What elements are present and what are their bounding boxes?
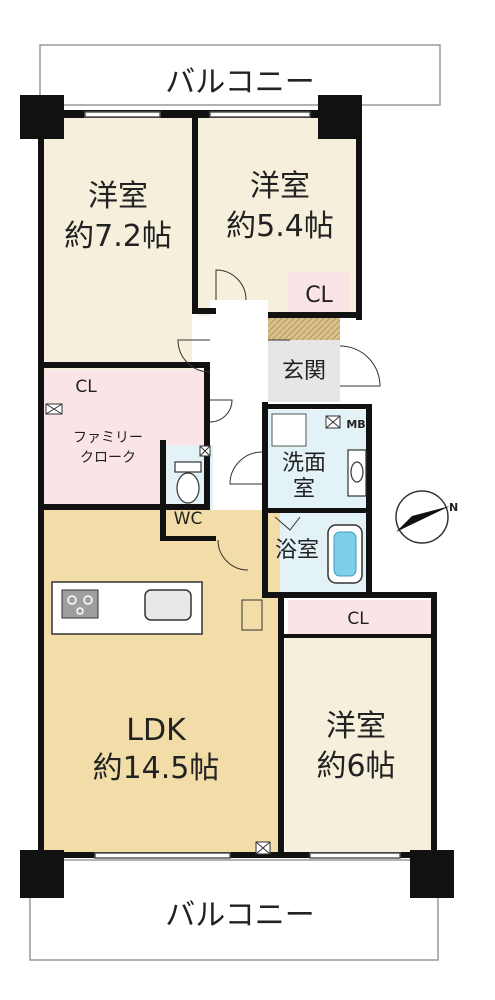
room-se-size: 約6帖 — [316, 749, 395, 784]
entrance-step — [268, 316, 340, 340]
ldk-size: 約14.5帖 — [93, 751, 220, 786]
room-se-floor — [285, 638, 433, 853]
family-closet-label-2: クローク — [80, 450, 136, 466]
washroom-label-1: 洗面 — [282, 451, 326, 476]
wash-basin-icon — [347, 449, 367, 497]
balcony-bottom-label: バルコニー — [165, 898, 314, 933]
wc-label: WC — [174, 509, 203, 529]
room-ne-name: 洋室 — [250, 169, 310, 204]
toilet-icon — [174, 461, 202, 504]
compass-label: N — [449, 501, 458, 514]
balcony-top-label: バルコニー — [165, 65, 314, 100]
bathtub-icon — [327, 524, 363, 584]
entrance-floor — [268, 340, 340, 402]
closet-nw-label: CL — [75, 377, 97, 397]
room-nw-size: 約7.2帖 — [64, 219, 172, 254]
bathroom-label: 浴室 — [275, 538, 319, 563]
room-nw-floor — [42, 118, 192, 370]
room-nw-name: 洋室 — [88, 179, 148, 214]
vent-boxes — [45, 403, 341, 855]
ldk-floor — [42, 510, 280, 855]
windows — [84, 111, 401, 859]
closet-ne-floor — [288, 272, 350, 312]
walls — [38, 110, 437, 862]
closet-se-floor — [288, 600, 433, 634]
door-swings — [177, 269, 381, 631]
room-se-name: 洋室 — [326, 709, 386, 744]
family-closet-label-1: ファミリー — [73, 430, 143, 446]
washing-machine-icon — [271, 413, 307, 447]
kitchen-sink-icon — [144, 589, 192, 621]
entrance-label: 玄関 — [282, 359, 326, 384]
closet-se-label: CL — [347, 609, 369, 629]
columns — [20, 95, 454, 898]
balcony-top-area — [39, 44, 441, 106]
meter-box-label: MB — [346, 418, 365, 431]
washroom-label-2: 室 — [293, 477, 315, 502]
ldk-name: LDK — [126, 713, 187, 748]
balcony-bottom-area — [29, 859, 439, 961]
room-ne-size: 約5.4帖 — [226, 209, 334, 244]
compass-icon — [395, 490, 450, 544]
closet-ne-label: CL — [305, 283, 333, 308]
